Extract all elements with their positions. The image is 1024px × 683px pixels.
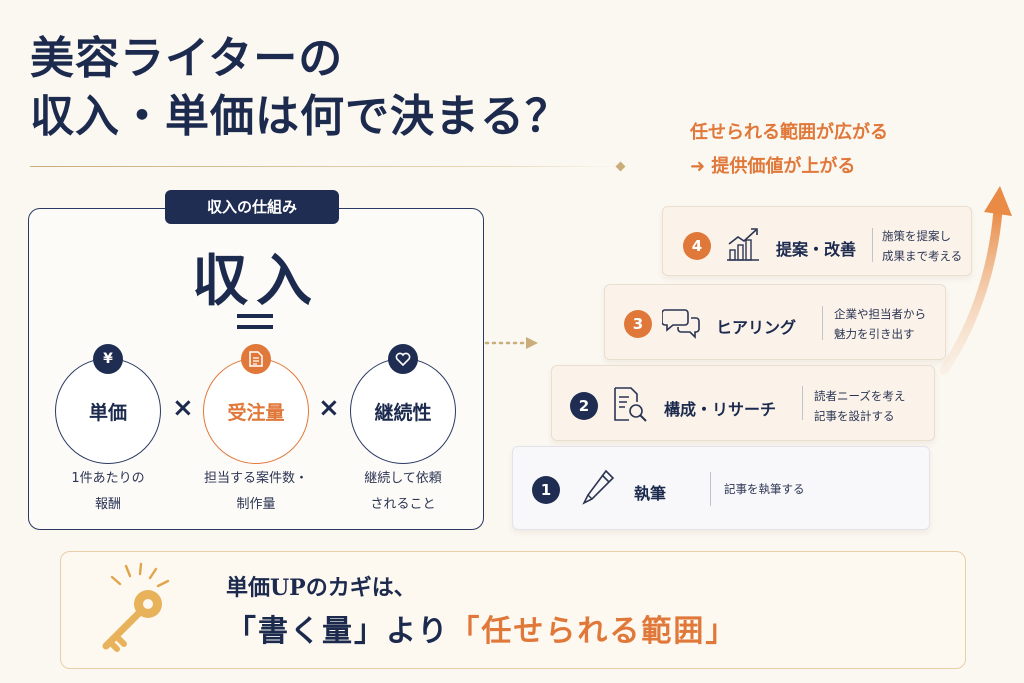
banner-line-1: 単価UPのカギは、 <box>226 575 416 601</box>
factor-continuity: 継続性 <box>350 358 456 464</box>
step-number: 2 <box>570 392 598 420</box>
equals-sign <box>237 312 273 332</box>
income-heading: 収入 <box>192 248 320 314</box>
step-number: 1 <box>532 476 560 504</box>
step-label: ヒアリング <box>716 318 797 337</box>
step-divider <box>822 306 823 340</box>
factor-label: 受注量 <box>227 401 285 424</box>
step-divider <box>802 386 803 420</box>
growth-arrow <box>939 186 1012 375</box>
factor-unit-price: 単価 <box>55 358 161 464</box>
factor-desc-order-volume: 担当する案件数・ 制作量 <box>203 471 308 512</box>
factor-label: 継続性 <box>374 401 432 424</box>
key-icon <box>102 562 170 652</box>
factor-label: 単価 <box>88 401 127 424</box>
step-1-card <box>512 446 930 530</box>
income-mechanism-tag: 収入の仕組み <box>165 190 339 224</box>
dotted-arrow <box>484 337 538 349</box>
banner-line-2: 「書く量」より「任せられる範囲」 <box>226 606 737 650</box>
growth-message: 任せられる範囲が広がる ➜ 提供価値が上がる <box>690 122 888 177</box>
factor-desc-continuity: 継続して依頼 されること <box>364 471 442 512</box>
banner-text-volume: 「書く量」より <box>226 614 450 649</box>
step-divider <box>872 228 873 262</box>
step-label: 執筆 <box>634 484 667 503</box>
title-line-1: 美容ライターの <box>30 33 344 84</box>
yen-icon: ¥ <box>93 344 123 374</box>
step-divider <box>710 472 711 506</box>
document-search-icon <box>614 387 647 422</box>
step-label: 提案・改善 <box>776 240 857 259</box>
step-label: 構成・リサーチ <box>664 400 777 419</box>
growth-chart-icon <box>727 228 759 261</box>
step-description: 読者ニーズを考え 記事を設計する <box>814 389 906 423</box>
pen-icon <box>582 469 615 505</box>
page-title: 美容ライターの 収入・単価は何で決まる？ <box>30 30 570 146</box>
step-3-card <box>604 284 946 360</box>
step-description: 企業や担当者から 魅力を引き出す <box>834 307 926 341</box>
key-message-banner <box>60 551 966 669</box>
title-divider <box>30 166 620 167</box>
step-number: 3 <box>624 310 652 338</box>
step-number: 4 <box>683 232 711 260</box>
step-description: 施策を提案し 成果まで考える <box>882 229 963 263</box>
step-description: 記事を執筆する <box>724 482 805 496</box>
handshake-heart-icon <box>388 344 418 374</box>
multiply-sign: × <box>172 393 194 423</box>
step-4-card <box>662 206 972 276</box>
multiply-sign: × <box>318 393 340 423</box>
banner-text-scope: 「任せられる範囲」 <box>449 614 738 649</box>
chat-bubbles-icon <box>662 309 700 339</box>
title-line-2: 収入・単価は何で決まる？ <box>30 91 570 142</box>
document-icon <box>241 344 271 374</box>
factor-desc-unit-price: 1件あたりの 報酬 <box>71 471 145 512</box>
